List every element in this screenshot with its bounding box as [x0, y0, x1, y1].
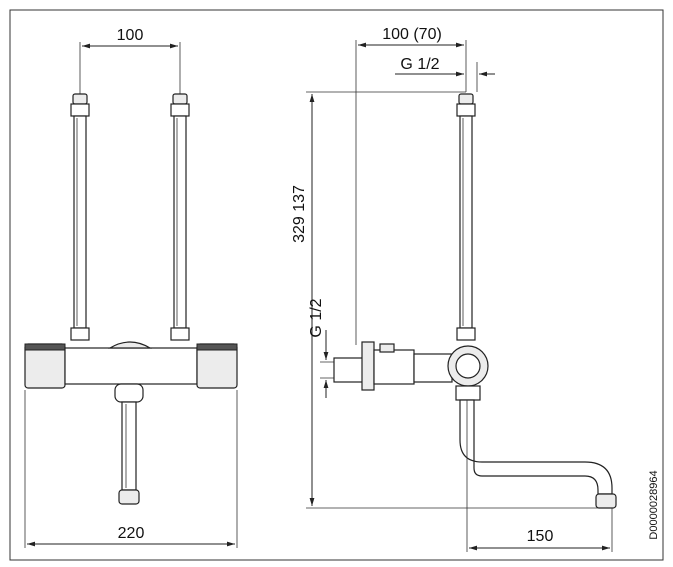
side-height-dimension-label: 329 137 [291, 185, 308, 243]
front-spout [114, 383, 144, 505]
document-number: D0000028964 [648, 470, 660, 539]
side-spout [459, 399, 617, 509]
side-valve-assembly [333, 341, 489, 401]
drawing-frame [9, 9, 664, 561]
side-top-dimension-label: 100 (70) [382, 26, 442, 43]
front-right-riser [170, 93, 190, 341]
front-view: 100 [24, 27, 238, 548]
side-reach-dimension-label: 150 [527, 528, 554, 545]
side-riser [456, 93, 476, 341]
front-left-riser [70, 93, 90, 341]
front-bottom-dimension-label: 220 [118, 525, 145, 542]
side-view: 100 (70) G 1/2 329 137 G 1/2 [291, 26, 617, 552]
front-mixer-body [24, 341, 238, 389]
side-thread-top-label: G 1/2 [400, 56, 439, 73]
front-top-dimension-label: 100 [117, 27, 144, 44]
side-thread-left-label: G 1/2 [308, 298, 325, 337]
